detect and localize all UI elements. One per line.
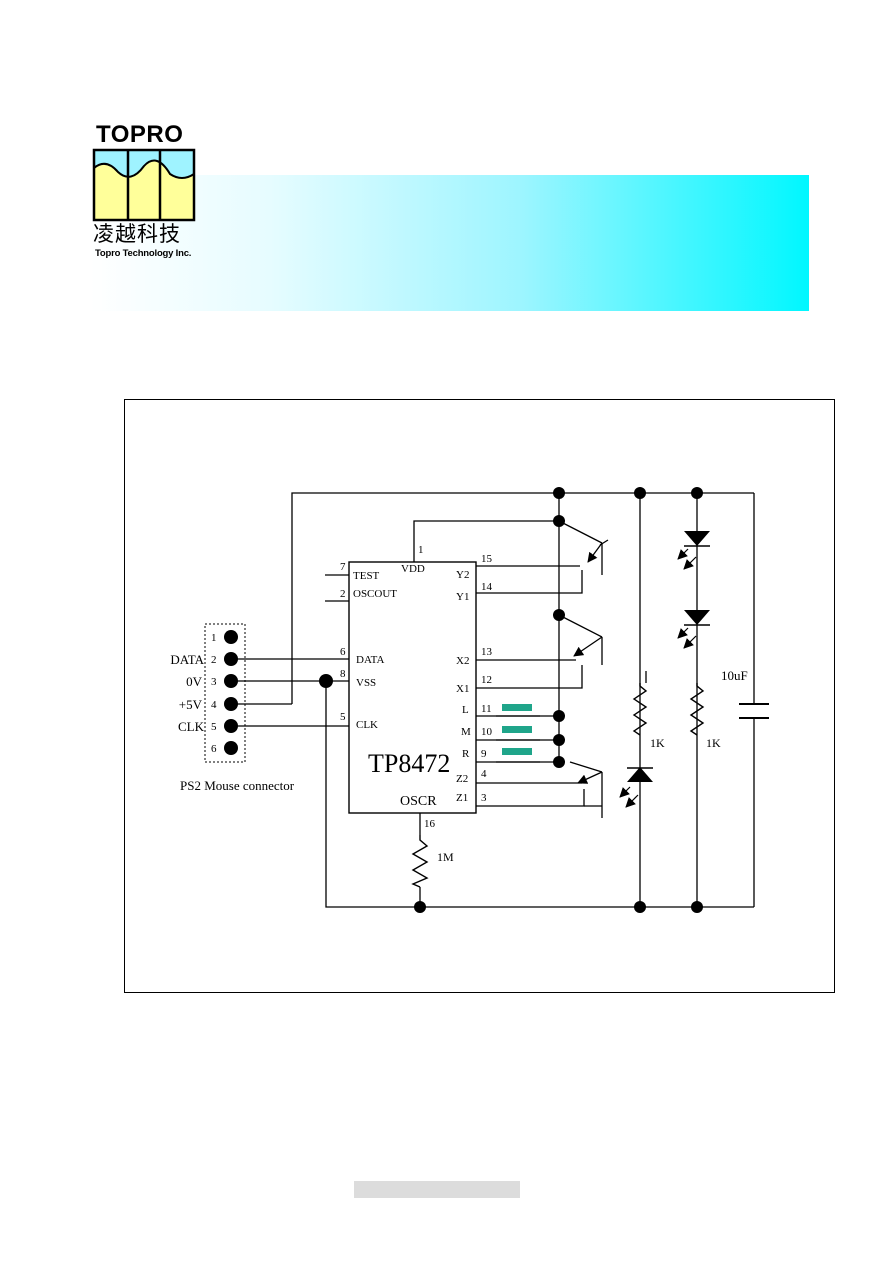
pin-number: 12 xyxy=(481,674,492,686)
pin-number: 7 xyxy=(340,561,346,573)
pin-number: 6 xyxy=(340,646,346,658)
pin-number: 9 xyxy=(481,748,487,760)
button-r xyxy=(496,748,540,763)
conn-pin-num: 6 xyxy=(211,743,217,755)
chip-right-pins: Y2 15 Y1 14 X2 13 X1 12 L 11 M 10 R 9 Z2… xyxy=(456,553,493,804)
conn-pin-num: 3 xyxy=(211,676,217,688)
pin-label: TEST xyxy=(353,570,380,582)
pin-number: 4 xyxy=(481,768,487,780)
ps2-connector-outline xyxy=(204,623,246,763)
pin-number: 11 xyxy=(481,703,492,715)
topro-logo-graphic xyxy=(92,148,196,222)
signal-0v-label: 0V xyxy=(186,674,203,689)
led-z xyxy=(619,767,653,808)
resistor-b-value: 1K xyxy=(706,736,721,750)
led-diodes xyxy=(619,531,710,808)
footer-bar xyxy=(354,1181,520,1198)
schematic-frame xyxy=(124,399,835,993)
pin-label: X2 xyxy=(456,655,469,667)
pin-label: OSCOUT xyxy=(353,588,397,600)
pin-number: 2 xyxy=(340,588,346,600)
logo-title: TOPRO xyxy=(96,121,184,148)
pin-label: R xyxy=(462,748,470,760)
pin-label: Z2 xyxy=(456,773,468,785)
conn-pin-num: 2 xyxy=(211,654,217,666)
capacitor-10uf xyxy=(739,703,769,719)
resistor-a-value: 1K xyxy=(650,736,665,750)
resistors xyxy=(411,683,705,888)
resistor-1k-b xyxy=(689,683,705,736)
pin-number: 5 xyxy=(340,711,346,723)
optical-sensors xyxy=(558,520,609,818)
pin-label: DATA xyxy=(356,654,385,666)
button-l xyxy=(496,704,540,717)
pin-number: 8 xyxy=(340,668,346,680)
pin-number: 10 xyxy=(481,726,493,738)
conn-pin-num: 1 xyxy=(211,632,217,644)
pin-number: 3 xyxy=(481,792,487,804)
conn-pin-num: 4 xyxy=(211,699,217,711)
pin-label: Y1 xyxy=(456,591,469,603)
pin-number: 13 xyxy=(481,646,493,658)
header-banner xyxy=(90,175,809,311)
pin-label: L xyxy=(462,704,469,716)
pin-number: 14 xyxy=(481,581,493,593)
resistor-osc-value: 1M xyxy=(437,850,454,864)
resistor-1k-a xyxy=(632,683,648,736)
pin-label: Y2 xyxy=(456,569,469,581)
push-buttons xyxy=(496,704,540,763)
logo-chinese-name: 凌越科技 xyxy=(93,222,181,246)
signal-5v-label: +5V xyxy=(179,697,203,712)
signal-clk-label: CLK xyxy=(178,719,205,734)
pin-number: 1 xyxy=(418,544,424,556)
wires xyxy=(231,492,755,908)
pin-label: X1 xyxy=(456,683,469,695)
chip-left-pins: 7 TEST 2 OSCOUT 6 DATA 8 VSS 5 CLK xyxy=(340,561,397,731)
connector-pin-numbers: 1 2 3 4 5 6 xyxy=(211,632,217,755)
connector-caption: PS2 Mouse connector xyxy=(180,778,295,793)
pin-number: 15 xyxy=(481,553,493,565)
connector-pin-dots xyxy=(224,630,238,755)
chip-name: TP8472 xyxy=(368,749,450,778)
junction-dots xyxy=(319,487,703,913)
pin-label: CLK xyxy=(356,719,378,731)
connector-signal-labels: DATA 0V +5V CLK xyxy=(170,652,204,734)
pin-label: VSS xyxy=(356,677,376,689)
chip-body xyxy=(348,561,477,814)
pin-label: OSCR xyxy=(400,794,437,809)
led-top-1 xyxy=(677,531,710,570)
pin-label: VDD xyxy=(401,563,425,575)
logo-company-name: Topro Technology Inc. xyxy=(95,248,192,259)
button-m xyxy=(496,726,540,741)
led-top-2 xyxy=(677,610,710,649)
pin-label: Z1 xyxy=(456,792,468,804)
resistor-1m xyxy=(411,835,429,888)
signal-data-label: DATA xyxy=(170,652,204,667)
pin-number: 16 xyxy=(424,818,436,830)
pin-label: M xyxy=(461,726,471,738)
capacitor-value: 10uF xyxy=(721,668,748,683)
conn-pin-num: 5 xyxy=(211,721,217,733)
